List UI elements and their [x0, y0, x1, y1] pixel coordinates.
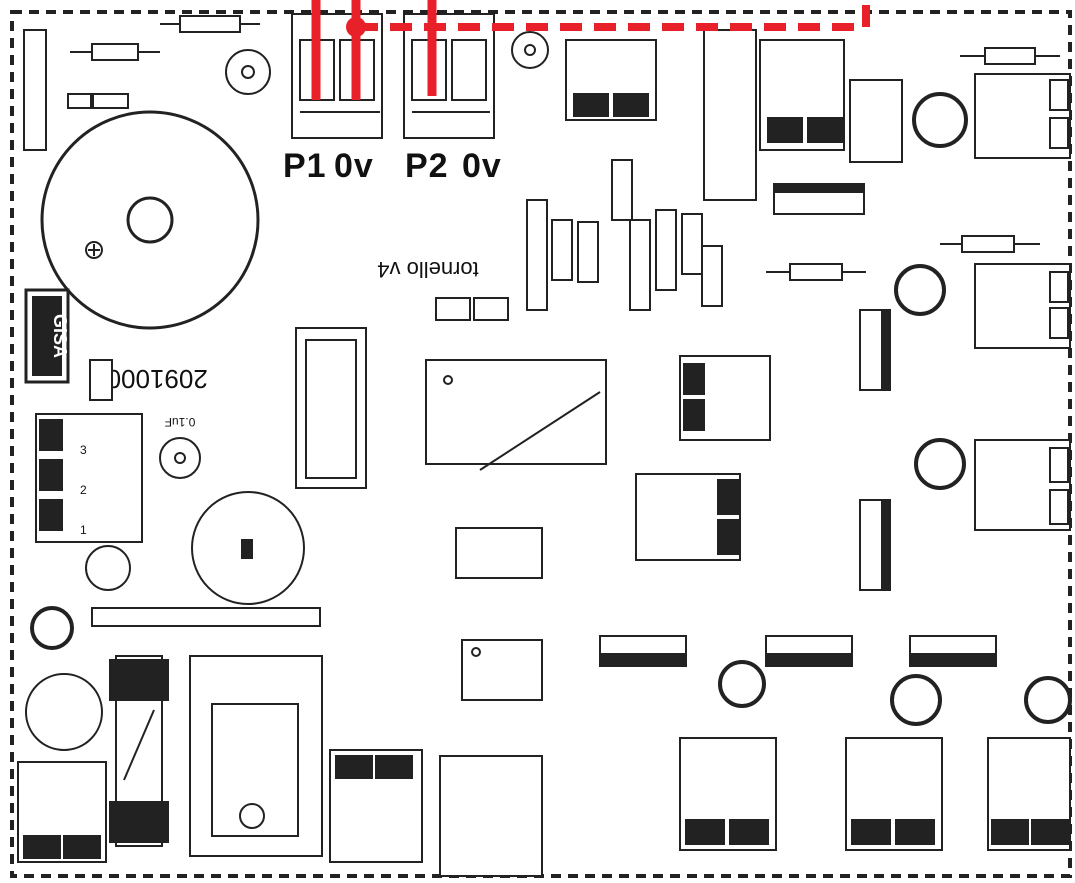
- transistor-1: [85, 545, 131, 591]
- cap-value-text: 0.1uF: [165, 415, 196, 429]
- terminal-block-center-1: [679, 355, 771, 441]
- header-connector-2: [859, 309, 891, 391]
- terminal-block-p1: [291, 13, 383, 139]
- wire-overlay: [311, 0, 870, 100]
- usb-connector: [439, 755, 543, 877]
- fuse-holder: [109, 655, 169, 847]
- buzzer: [40, 110, 260, 330]
- pin-label-2: 2: [80, 483, 87, 497]
- pin-label-1: 1: [80, 523, 87, 537]
- resistor-long: [91, 607, 321, 627]
- label-p1-gnd: 0v: [334, 147, 374, 185]
- inductor-left: [30, 606, 74, 650]
- terminal-block-bottom-right-2: [845, 737, 943, 851]
- terminal-block-center-2: [635, 473, 741, 561]
- label-p2: P2: [405, 147, 449, 185]
- inductor-right-1: [894, 264, 946, 316]
- capacitor-top: [849, 79, 903, 163]
- resistor-right-3: [766, 263, 866, 281]
- svg-text:GISA: GISA: [50, 314, 70, 358]
- resistor-right-top: [960, 47, 1060, 65]
- terminal-block-left-1: [35, 413, 143, 543]
- ic-u1: [295, 327, 367, 489]
- header-connector-1: [773, 183, 865, 215]
- terminal-block-bottom-right-1: [679, 737, 777, 851]
- inductor-bottom-3: [1024, 676, 1072, 724]
- inductor-top: [912, 92, 968, 148]
- header-connector-4: [599, 635, 997, 667]
- terminal-block-top-right-2: [759, 39, 845, 151]
- trimmer-left: [159, 437, 201, 479]
- capacitor-c1: [89, 359, 113, 401]
- relay-top: [703, 29, 757, 201]
- wire-gnd-dashed: [356, 0, 870, 31]
- ic-u3: [461, 639, 543, 701]
- relay-main: [425, 359, 607, 471]
- terminal-block-bottom-center: [329, 749, 423, 863]
- terminal-block-right-1: [974, 73, 1071, 159]
- brand-logo: GISA: [24, 288, 70, 384]
- header-connector-3: [859, 499, 891, 591]
- board-name-text: tornello v4: [377, 257, 479, 282]
- resistor-right-2: [940, 235, 1040, 253]
- resistor-r1: [70, 43, 160, 61]
- label-panel: [268, 140, 522, 200]
- terminal-block-bottom-right-3: [987, 737, 1071, 851]
- electrolytic-cap-1: [191, 491, 305, 605]
- vertical-resistor-left: [23, 29, 47, 151]
- inductor-bottom-1: [718, 660, 766, 708]
- electrolytic-cap-2: [25, 673, 103, 751]
- trimmer-top-2: [511, 31, 549, 69]
- regulator-u4: [189, 655, 323, 857]
- terminal-block-top-right: [565, 39, 657, 121]
- trimmer-top: [225, 49, 271, 95]
- terminal-block-bottom-left: [17, 761, 107, 863]
- terminal-block-p2: [403, 13, 495, 139]
- terminal-block-right-3: [974, 439, 1071, 531]
- label-p2-gnd: 0v: [462, 147, 502, 185]
- resistor-bank: [526, 159, 723, 311]
- diode-d1: [67, 93, 129, 109]
- terminal-block-right-2: [974, 263, 1071, 349]
- pin-label-3: 3: [80, 443, 87, 457]
- label-p1: P1: [283, 147, 327, 185]
- ic-u2: [455, 527, 543, 579]
- inductor-right-2: [914, 438, 966, 490]
- inductor-bottom-2: [890, 674, 942, 726]
- resistor-r2: [160, 15, 260, 33]
- fuse-pads: [435, 297, 509, 321]
